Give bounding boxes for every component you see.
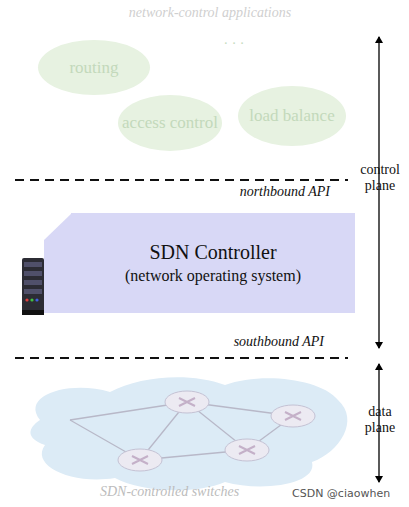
controller-title: SDN Controller [149, 239, 276, 265]
node-text: access control [122, 114, 218, 132]
server-icon [22, 258, 44, 315]
apps-heading: network-control applications [95, 5, 325, 21]
plane-label: control plane [354, 162, 406, 194]
northbound-line [15, 179, 348, 181]
ellipsis: · · · [214, 36, 254, 52]
node-text: SDN-controlled switches [100, 484, 239, 500]
node-text: load balance [249, 107, 334, 125]
app-ellipse: routing [38, 40, 150, 95]
controller-wedge [44, 213, 72, 313]
app-ellipse: access control [118, 95, 222, 151]
switch-icons [118, 391, 315, 471]
app-ellipse: load balance [238, 86, 346, 146]
switch-network: SDN-controlled switches [40, 378, 340, 503]
plane-label: data plane [356, 404, 404, 436]
node-text: routing [69, 59, 118, 77]
controller-subtitle: (network operating system) [125, 265, 301, 287]
southbound-line [15, 357, 348, 359]
api-label: southbound API [200, 334, 324, 350]
network-cloud [30, 377, 347, 490]
api-label: northbound API [200, 184, 330, 200]
controller-box: SDN Controller(network operating system) [71, 213, 355, 313]
watermark: CSDN @ciaowhen [292, 486, 406, 502]
